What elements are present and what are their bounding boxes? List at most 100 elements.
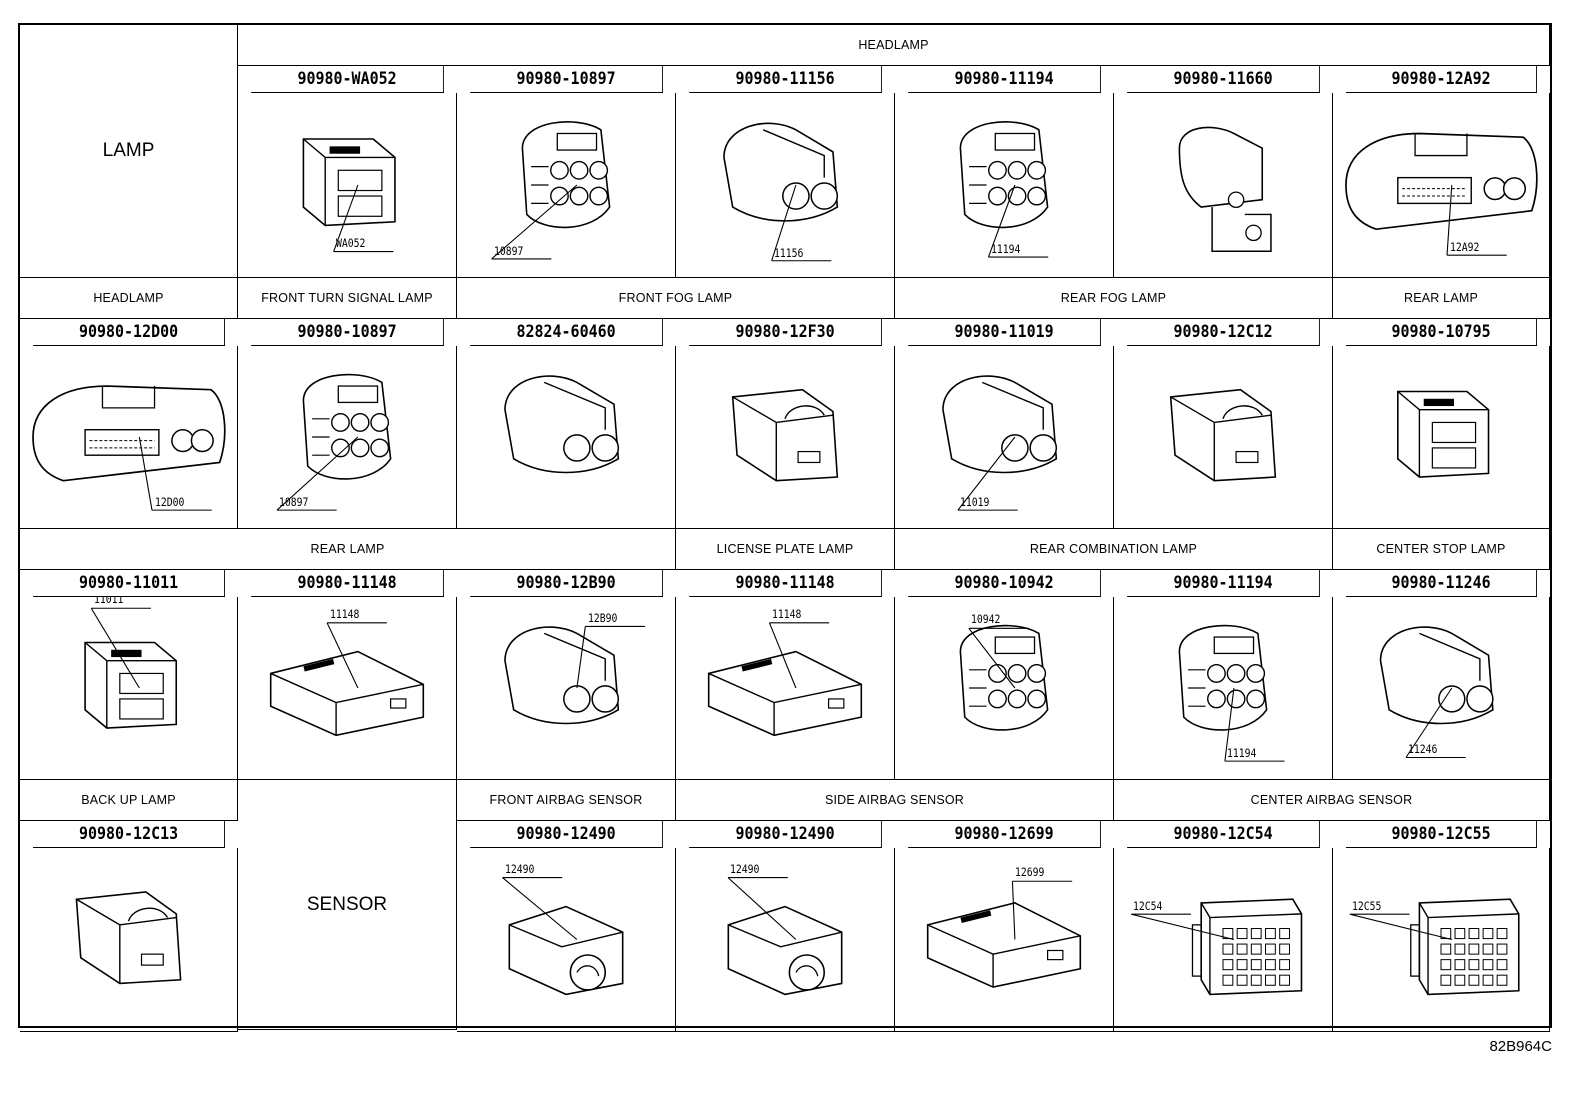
part-number-text: 90980-10897 — [297, 322, 397, 342]
connector-drawing — [723, 122, 839, 262]
connector-illustration: 12D00 — [20, 346, 238, 529]
connector-code-label: 12A92 — [1449, 240, 1479, 255]
part-number: 90980-10795 — [1346, 319, 1537, 346]
section-header-text: FRONT TURN SIGNAL LAMP — [261, 291, 433, 305]
connector-illustration — [1333, 346, 1550, 529]
connector-illustration: 11194 — [1114, 597, 1333, 780]
connector-illustration: 12A92 — [1333, 93, 1550, 278]
connector-code-label: 11019 — [960, 495, 990, 510]
connector-illustration — [676, 346, 895, 529]
section-header: HEADLAMP — [238, 25, 1550, 66]
part-number-text: 90980-12B90 — [516, 573, 616, 593]
part-number: 90980-WA052 — [251, 66, 444, 93]
part-number: 90980-10942 — [908, 570, 1101, 597]
section-header: SIDE AIRBAG SENSOR — [676, 780, 1114, 821]
section-header-text: FRONT FOG LAMP — [618, 291, 733, 305]
part-number-text: 90980-11194 — [954, 69, 1054, 89]
connector-drawing — [959, 121, 1049, 258]
connector-code-label: 12D00 — [154, 495, 185, 510]
part-number-text: 90980-12C13 — [79, 824, 179, 844]
section-label-lamp: LAMP — [20, 25, 238, 278]
connector-illustration: 12B90 — [457, 597, 676, 780]
part-number: 90980-12490 — [470, 821, 663, 848]
connector-drawing — [302, 138, 396, 253]
part-number-text: 90980-11011 — [79, 573, 179, 593]
part-number-text: 90980-11148 — [297, 573, 397, 593]
connector-illustration: 12490 — [457, 848, 676, 1032]
connector-drawing — [75, 891, 182, 985]
connector-drawing — [727, 877, 843, 996]
part-number: 90980-12F30 — [689, 319, 882, 346]
part-number: 90980-12C12 — [1127, 319, 1320, 346]
connector-code-label: 11148 — [329, 606, 359, 621]
connector-illustration: 11148 — [238, 597, 457, 780]
connector-code-label: 11194 — [990, 241, 1021, 256]
part-number-text: 90980-12699 — [954, 824, 1054, 844]
connector-code-label: 12699 — [1014, 865, 1045, 880]
part-number: 90980-11194 — [908, 66, 1101, 93]
part-number-text: 90980-10795 — [1391, 322, 1491, 342]
connector-code-label: 12490 — [730, 861, 760, 876]
connector-drawing — [504, 375, 620, 474]
section-header-text: REAR LAMP — [310, 542, 385, 556]
connector-illustration: 11194 — [895, 93, 1114, 278]
section-header-text: HEADLAMP — [858, 38, 929, 52]
part-number-text: 90980-11156 — [735, 69, 835, 89]
connector-drawing — [1345, 132, 1538, 256]
part-number: 90980-11246 — [1346, 570, 1537, 597]
part-number: 90980-10897 — [251, 319, 444, 346]
part-number: 90980-12490 — [689, 821, 882, 848]
sensor-label: SENSOR — [306, 893, 388, 915]
part-number-text: 90980-11019 — [954, 322, 1054, 342]
connector-illustration: 12490 — [676, 848, 895, 1032]
connector-illustration: WA052 — [238, 93, 457, 278]
connector-illustration: 10942 — [895, 597, 1114, 780]
connector-illustration: 11246 — [1333, 597, 1550, 780]
connector-code-label: 11011 — [93, 597, 123, 607]
connector-code-label: 11194 — [1227, 746, 1257, 761]
connector-code-label: 10897 — [279, 495, 309, 510]
part-number-text: 90980-12F30 — [735, 322, 835, 342]
connector-drawing — [959, 624, 1049, 731]
connector-illustration: 10897 — [457, 93, 676, 278]
part-number: 90980-11011 — [33, 570, 225, 597]
connector-code-label: 12B90 — [587, 610, 618, 625]
connector-drawing — [504, 625, 646, 725]
connector-illustration: 11019 — [895, 346, 1114, 529]
part-number: 90980-12C54 — [1127, 821, 1320, 848]
connector-code-label: 12C55 — [1351, 898, 1382, 913]
connector-illustration: 12699 — [895, 848, 1114, 1032]
part-number: 90980-10897 — [470, 66, 663, 93]
connector-illustration: 11148 — [676, 597, 895, 780]
section-header: REAR COMBINATION LAMP — [895, 529, 1333, 570]
connector-illustration: 12C55 — [1333, 848, 1550, 1032]
part-number: 90980-11019 — [908, 319, 1101, 346]
part-number-text: 90980-11194 — [1173, 573, 1273, 593]
section-header-text: CENTER AIRBAG SENSOR — [1250, 793, 1413, 807]
connector-drawing — [502, 877, 624, 996]
connector-code-label: 11246 — [1408, 742, 1438, 757]
connector-drawing — [1169, 388, 1277, 482]
connector-illustration: 12C54 — [1114, 848, 1333, 1032]
connector-illustration: 11156 — [676, 93, 895, 278]
part-number-text: 90980-10942 — [954, 573, 1054, 593]
connector-code-label: 11148 — [771, 606, 802, 621]
connector-drawing — [1379, 626, 1494, 759]
section-header: FRONT TURN SIGNAL LAMP — [238, 278, 457, 319]
connector-drawing — [731, 388, 839, 482]
connector-drawing — [1349, 898, 1520, 996]
section-header: LICENSE PLATE LAMP — [676, 529, 895, 570]
section-header-text: REAR LAMP — [1403, 291, 1479, 305]
connector-illustration — [1114, 346, 1333, 529]
connector-drawing — [1131, 898, 1303, 996]
connector-drawing — [1178, 126, 1272, 252]
section-header: CENTER AIRBAG SENSOR — [1114, 780, 1550, 821]
connector-code-label: 11156 — [774, 245, 804, 260]
section-header: REAR LAMP — [1333, 278, 1550, 319]
figure-code: 82B964C — [1489, 1038, 1552, 1055]
connector-drawing — [84, 607, 178, 729]
connector-illustration: 11011 — [20, 597, 238, 780]
connector-drawing — [707, 622, 863, 737]
part-number-text: 90980-11246 — [1391, 573, 1491, 593]
part-number-text: 90980-WA052 — [297, 69, 397, 89]
